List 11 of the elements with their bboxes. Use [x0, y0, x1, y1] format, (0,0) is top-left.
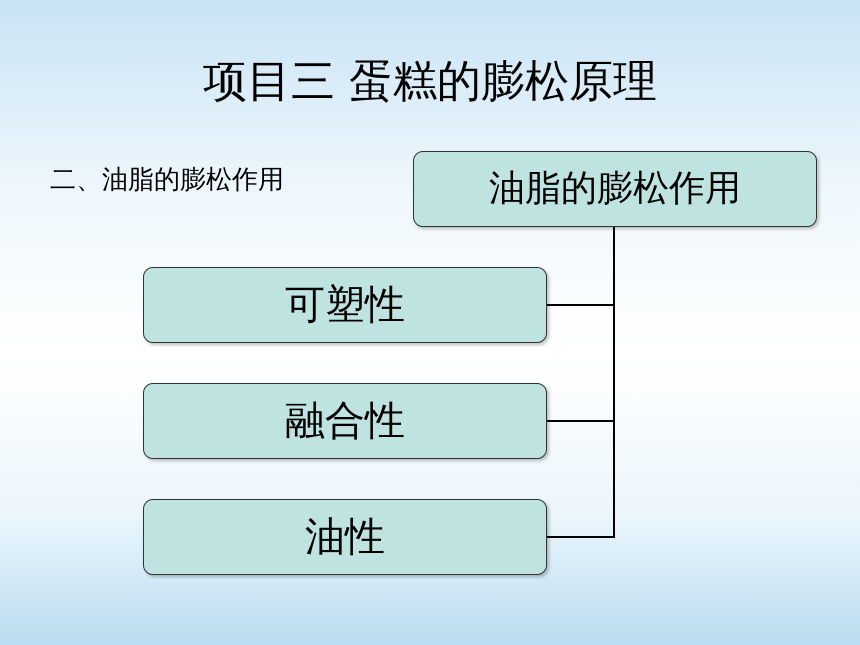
rounded-box	[143, 499, 547, 575]
rounded-box	[143, 267, 547, 343]
connector-line	[547, 227, 615, 538]
box-text: 可塑性	[285, 281, 405, 330]
rounded-box	[143, 383, 547, 459]
box-text: 油脂的膨松作用	[489, 167, 741, 211]
section-heading: 二、油脂的膨松作用	[50, 164, 284, 197]
box-text: 油性	[305, 513, 385, 562]
rounded-box	[413, 151, 817, 227]
slide-title: 项目三 蛋糕的膨松原理	[202, 55, 658, 109]
box-text: 融合性	[285, 397, 405, 446]
